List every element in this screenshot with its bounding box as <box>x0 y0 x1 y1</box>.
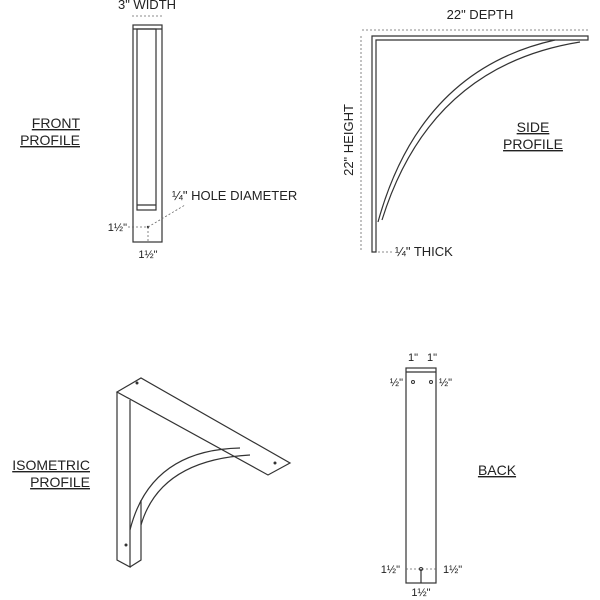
hole <box>419 567 423 571</box>
back-bottom-right: 1½" <box>443 564 462 576</box>
back-bottom-left: 1½" <box>381 564 400 576</box>
width-label: 3" WIDTH <box>118 0 176 12</box>
iso-top-plate <box>115 377 292 476</box>
front-outline <box>132 24 163 243</box>
back-top-right: 1" <box>427 352 437 364</box>
hole-diameter-label: ¼" HOLE DIAMETER <box>172 188 297 203</box>
isometric-profile: ISOMETRIC PROFILE <box>12 377 292 569</box>
front-profile: 3" WIDTH ¼" HOLE DIAMETER 1½" 1½" FRONT … <box>20 0 297 261</box>
side-arc-inner <box>381 41 581 221</box>
depth-label: 22" DEPTH <box>447 7 514 22</box>
thick-label: ¼" THICK <box>395 244 453 259</box>
back-profile: 1" 1" ½" ½" 1½" 1½" 1½" BACK <box>381 352 517 599</box>
back-outline <box>405 367 437 584</box>
iso-leg <box>116 392 131 569</box>
back-half-left: ½" <box>390 377 403 389</box>
side-arc-outer <box>377 39 556 223</box>
height-label: 22" HEIGHT <box>341 104 356 176</box>
back-title: BACK <box>478 462 517 478</box>
hole <box>429 380 433 384</box>
side-outline <box>371 35 589 253</box>
hole-horizontal-label: 1½" <box>138 249 157 261</box>
front-inner <box>136 28 157 211</box>
hole-vertical-label: 1½" <box>108 222 127 234</box>
front-title-2: PROFILE <box>20 132 80 148</box>
back-bottom-center: 1½" <box>411 587 430 599</box>
iso-title-2: PROFILE <box>30 474 90 490</box>
back-half-right: ½" <box>439 377 452 389</box>
front-title-1: FRONT <box>32 115 81 131</box>
hole <box>411 380 415 384</box>
back-top-left: 1" <box>408 352 418 364</box>
iso-arc <box>129 447 241 531</box>
side-profile: 22" DEPTH 22" HEIGHT ¼" THICK SIDE PROFI… <box>341 7 590 259</box>
side-title-2: PROFILE <box>503 136 563 152</box>
side-title-1: SIDE <box>517 119 550 135</box>
iso-title-1: ISOMETRIC <box>12 457 90 473</box>
